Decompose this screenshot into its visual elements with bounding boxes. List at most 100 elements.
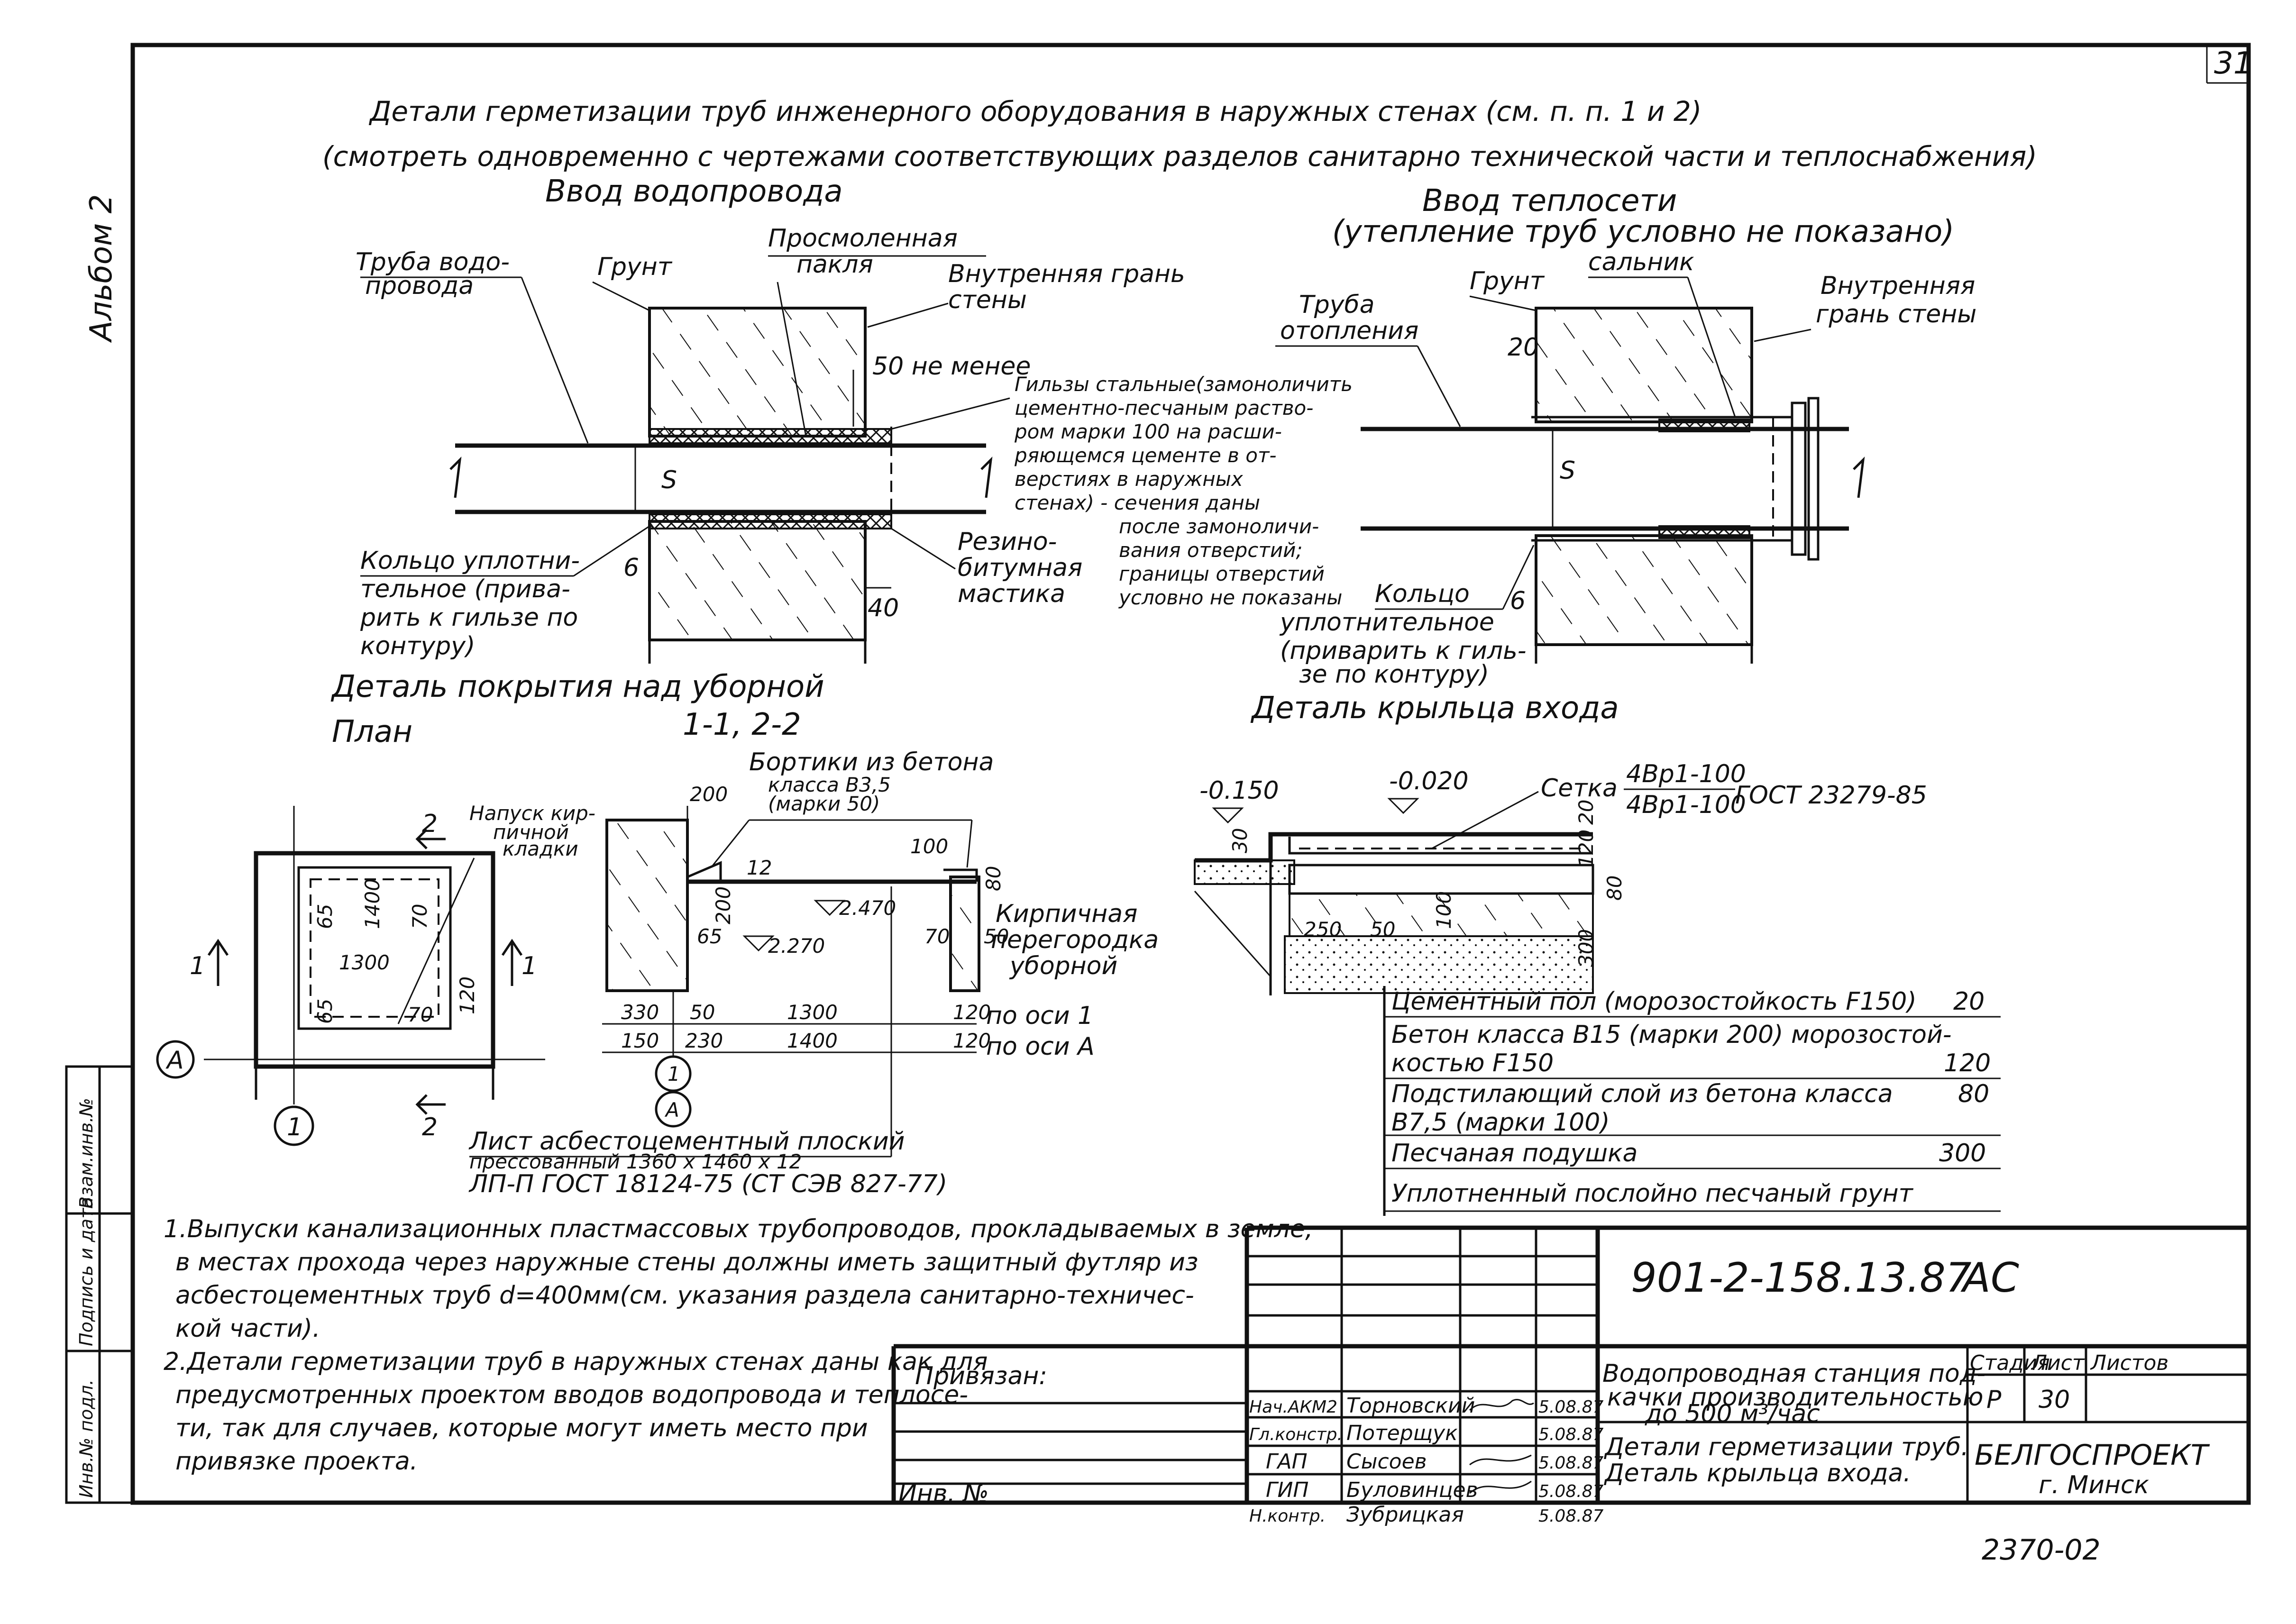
main-title-2: (смотреть одновременно с чертежами соотв… — [322, 140, 2037, 173]
porch-layers-table: Цементный пол (морозостойкость F150) 20 … — [1383, 986, 2001, 1216]
svg-text:В7,5 (марки 100): В7,5 (марки 100) — [1391, 1108, 1610, 1137]
bound-label: Привязан: — [915, 1362, 1047, 1390]
svg-text:20: 20 — [1953, 987, 1985, 1016]
cut-1-right: 1 — [521, 952, 537, 980]
sheet-title-1: Детали герметизации труб. — [1604, 1433, 1969, 1461]
layer-1: Бетон класса В15 (марки 200) морозостой- — [1391, 1021, 1952, 1049]
svg-text:80: 80 — [1958, 1080, 1989, 1108]
svg-text:грань стены: грань стены — [1816, 300, 1976, 328]
svg-text:привязке проекта.: привязке проекта. — [175, 1447, 418, 1476]
svg-text:уплотнительное: уплотнительное — [1279, 608, 1494, 637]
svg-text:зе по контуру): зе по контуру) — [1299, 660, 1489, 689]
svg-text:предусмотренных проектом вводо: предусмотренных проектом вводов водопров… — [175, 1381, 968, 1409]
svg-text:120: 120 — [1944, 1049, 1991, 1077]
org-name: БЕЛГОСПРОЕКТ — [1975, 1439, 2210, 1472]
doc-mark: АС — [1960, 1254, 2019, 1302]
heat-inner-face-label: Внутренняя — [1820, 272, 1975, 300]
porch-detail: -0.150 -0.020 Сетка 4Вр1-100 4Вр1-100 ГО… — [1194, 760, 1927, 995]
svg-text:200: 200 — [712, 886, 735, 924]
svg-text:1.Выпуски канализационных плас: 1.Выпуски канализационных пластмассовых … — [164, 1215, 1313, 1243]
svg-text:асбестоцементных труб d=400мм(: асбестоцементных труб d=400мм(см. указан… — [175, 1281, 1194, 1310]
svg-text:стенах) - сечения даны: стенах) - сечения даны — [1015, 491, 1260, 514]
svg-text:250: 250 — [1304, 918, 1342, 941]
svg-text:костью F150: костью F150 — [1391, 1049, 1554, 1077]
doc-code: 901-2-158.13.87 — [1631, 1254, 1972, 1302]
signature-marks — [1469, 1399, 1534, 1494]
roof-section: 200 12 100 80 50 70 200 65 2.470 2.270 Б… — [468, 748, 1159, 1198]
svg-text:Торновский: Торновский — [1346, 1394, 1475, 1418]
svg-text:стены: стены — [948, 286, 1027, 314]
svg-text:5.08.87: 5.08.87 — [1538, 1397, 1604, 1417]
svg-text:5.08.87: 5.08.87 — [1538, 1482, 1604, 1501]
layer-5: Песчаная подушка — [1391, 1139, 1637, 1168]
mesh-label: Сетка — [1541, 774, 1618, 803]
svg-text:верстиях в наружных: верстиях в наружных — [1015, 467, 1244, 491]
svg-text:пакля: пакля — [796, 250, 873, 279]
svg-text:65: 65 — [313, 999, 337, 1024]
svg-text:Н.контр.: Н.контр. — [1249, 1506, 1326, 1526]
porch-detail-title: Деталь крыльца входа — [1250, 691, 1619, 726]
toilet-plan: А 1 1 1 2 2 1400 70 1300 65 65 120 70 На… — [156, 802, 595, 1146]
partition-label: Кирпичная — [996, 900, 1137, 928]
svg-text:150: 150 — [621, 1029, 659, 1052]
strip-sign: Подпись и дата — [76, 1197, 97, 1346]
svg-text:1300: 1300 — [339, 951, 390, 974]
svg-text:70: 70 — [408, 1003, 433, 1026]
svg-text:80: 80 — [1603, 876, 1626, 901]
svg-text:Листов: Листов — [2090, 1351, 2168, 1375]
svg-text:Сысоев: Сысоев — [1346, 1450, 1427, 1474]
asbestos-sheet-label: Лист асбестоцементный плоский — [468, 1127, 905, 1156]
heat-inlet-detail: S 20 6 Труба отопления Грунт сальник Вну… — [1275, 248, 1976, 689]
svg-text:рить к гильзе по: рить к гильзе по — [360, 603, 578, 632]
svg-text:ЛП-П ГОСТ 18124-75 (СТ СЭВ 827: ЛП-П ГОСТ 18124-75 (СТ СЭВ 827-77) — [468, 1170, 947, 1198]
svg-text:-0.150: -0.150 — [1199, 776, 1279, 805]
archive-number: 2370-02 — [1982, 1533, 2101, 1567]
svg-text:(приварить к гиль-: (приварить к гиль- — [1280, 637, 1527, 665]
water-inner-face-label: Внутренняя грань — [948, 260, 1185, 288]
svg-text:100: 100 — [910, 835, 948, 858]
svg-text:2.470: 2.470 — [839, 896, 896, 920]
svg-text:цементно-песчаным раство-: цементно-песчаным раство- — [1015, 396, 1313, 420]
layer-0: Цементный пол (морозостойкость F150) — [1391, 987, 1917, 1016]
svg-text:Буловинцев: Буловинцев — [1346, 1478, 1478, 1502]
svg-text:100: 100 — [1432, 891, 1455, 929]
general-notes: 1.Выпуски канализационных пластмассовых … — [164, 1215, 1313, 1476]
cut-1-left: 1 — [190, 952, 205, 980]
project-name-1: Водопроводная станция под- — [1602, 1359, 1985, 1388]
svg-text:120: 120 — [1574, 830, 1598, 867]
svg-text:4Вр1-100: 4Вр1-100 — [1626, 760, 1746, 788]
water-inlet-title: Ввод водопровода — [545, 174, 843, 209]
list-value: 30 — [2039, 1386, 2070, 1414]
svg-text:прессованный 1360 х 1460 х 12: прессованный 1360 х 1460 х 12 — [469, 1150, 802, 1173]
svg-text:6: 6 — [1510, 587, 1526, 615]
svg-text:по оси 1: по оси 1 — [986, 1002, 1093, 1030]
water-pipe-label: Труба водо- — [356, 248, 510, 276]
svg-text:контуру): контуру) — [360, 632, 475, 660]
svg-text:провода: провода — [365, 272, 474, 300]
svg-text:перегородка: перегородка — [991, 926, 1159, 954]
svg-text:70: 70 — [408, 904, 431, 929]
water-ring-label: Кольцо уплотни- — [360, 547, 580, 575]
svg-text:тельное (прива-: тельное (прива- — [360, 575, 570, 603]
svg-text:Гл.констр.: Гл.констр. — [1249, 1425, 1343, 1444]
plan-axis-a: А — [165, 1046, 184, 1075]
svg-text:Нач.АКМ2: Нач.АКМ2 — [1249, 1397, 1337, 1417]
water-wall-top — [648, 307, 867, 438]
svg-text:50 не менее: 50 не менее — [872, 352, 1031, 381]
svg-text:ГАП: ГАП — [1266, 1450, 1308, 1474]
svg-text:5.08.87: 5.08.87 — [1538, 1453, 1604, 1473]
svg-text:до 500 м³/час: до 500 м³/час — [1645, 1400, 1820, 1428]
heat-ring-label: Кольцо — [1375, 580, 1470, 608]
svg-text:S: S — [661, 466, 677, 494]
svg-text:А: А — [664, 1098, 679, 1122]
curbs-label: Бортики из бетона — [749, 748, 994, 776]
svg-text:ГОСТ 23279-85: ГОСТ 23279-85 — [1735, 781, 1927, 810]
svg-text:1400: 1400 — [787, 1029, 838, 1052]
heat-inlet-subtitle: (утепление труб условно не показано) — [1332, 214, 1954, 249]
side-note: Альбом 2 — [84, 194, 119, 343]
svg-text:12: 12 — [747, 856, 772, 879]
svg-text:вания отверстий;: вания отверстий; — [1119, 538, 1303, 562]
svg-text:50: 50 — [690, 1001, 715, 1024]
svg-text:1400: 1400 — [361, 878, 384, 929]
